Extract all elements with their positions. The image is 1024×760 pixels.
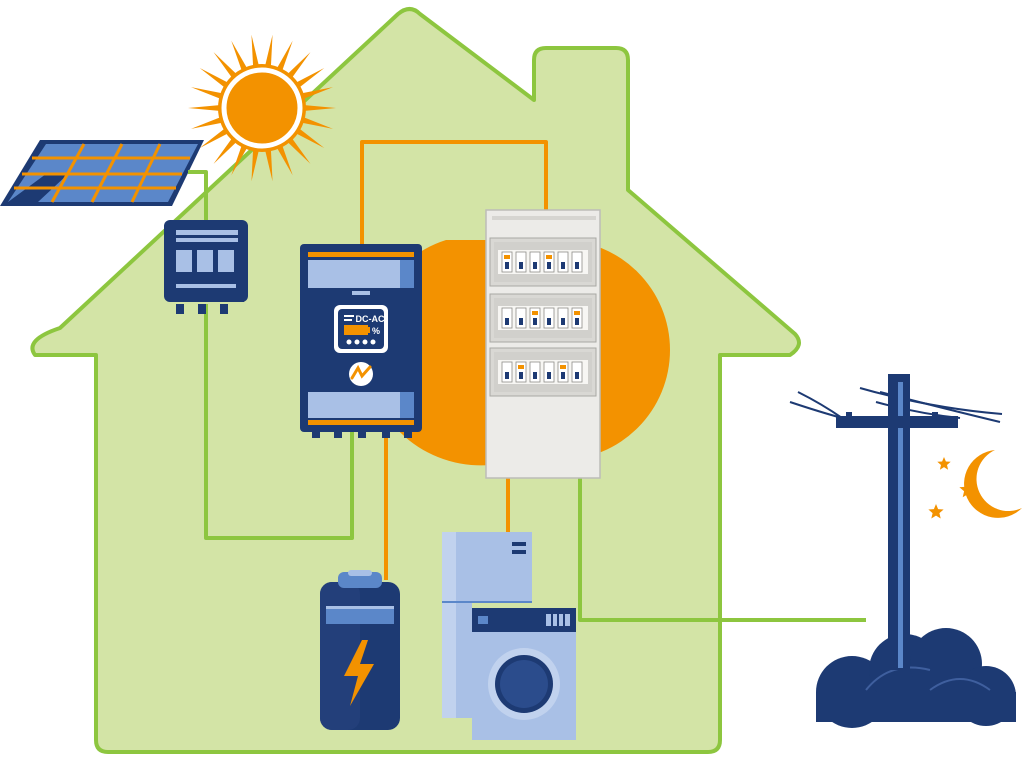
sun-ray: [285, 52, 311, 80]
breaker-indicator: [560, 365, 566, 369]
sun-ray: [264, 34, 273, 69]
sun-ray: [285, 136, 311, 164]
star-icon: [937, 457, 951, 470]
washing-machine-icon: [472, 608, 576, 740]
sun-ray: [293, 67, 325, 90]
combiner-to-inverter-wire: [204, 304, 354, 540]
breaker-indicator: [532, 311, 538, 315]
distribution-board-icon: [485, 209, 601, 479]
sun-ray: [231, 40, 249, 74]
combiner-box-icon: [164, 220, 248, 314]
star-icon: [928, 457, 977, 519]
breaker-toggle: [505, 262, 509, 269]
sun-icon: [188, 34, 336, 182]
breaker-toggle: [547, 262, 551, 269]
breaker-toggle: [505, 372, 509, 379]
breaker-toggle: [533, 318, 537, 325]
solar-panel-icon: [0, 140, 204, 206]
breaker-indicator: [574, 311, 580, 315]
breaker-toggle: [533, 372, 537, 379]
moon-icon: [964, 450, 1022, 518]
panel-to-combiner-wire: [188, 170, 208, 222]
sun-ray: [199, 67, 231, 90]
sun-ray: [213, 52, 239, 80]
breaker-toggle: [561, 372, 565, 379]
inverter-to-board-wire: [360, 140, 548, 244]
battery-icon: [320, 570, 400, 730]
breaker-indicator: [504, 255, 510, 259]
breaker-toggle: [561, 262, 565, 269]
sun-ray: [301, 104, 336, 112]
lightning-icon: [344, 640, 374, 706]
star-icon: [928, 504, 944, 519]
fridge-icon: [442, 532, 532, 718]
breaker-toggle: [575, 372, 579, 379]
sun-ray: [199, 126, 231, 149]
sun-ray: [299, 87, 334, 100]
inverter-icon: DC-AC %: [300, 244, 422, 438]
star-icon: [959, 481, 977, 498]
breaker-toggle: [505, 318, 509, 325]
board-to-grid-wire: [578, 478, 866, 622]
cloud-icon: [816, 628, 1016, 728]
breaker-toggle: [561, 318, 565, 325]
power-pole-icon: [789, 374, 1003, 670]
sun-ray: [264, 147, 273, 182]
sun-ray: [275, 40, 293, 74]
breaker-toggle: [547, 318, 551, 325]
wiring: [188, 140, 866, 622]
sun-ray: [190, 87, 225, 100]
breaker-toggle: [547, 372, 551, 379]
sun-ray: [251, 34, 260, 69]
breaker-toggle: [519, 372, 523, 379]
sun-ray: [213, 136, 239, 164]
breaker-indicator: [518, 365, 524, 369]
breaker-indicator: [546, 255, 552, 259]
sun-ray: [190, 116, 225, 129]
sun-ray: [275, 142, 293, 176]
sun-ray: [231, 142, 249, 176]
inverter-percent-label: %: [372, 326, 380, 336]
breaker-toggle: [519, 318, 523, 325]
sun-ray: [188, 104, 223, 112]
breaker-toggle: [533, 262, 537, 269]
sun-ray: [293, 126, 325, 149]
breaker-toggle: [575, 262, 579, 269]
inverter-display-label: DC-AC: [356, 314, 385, 324]
sun-ray: [299, 116, 334, 129]
breaker-toggle: [519, 262, 523, 269]
sun-ray: [251, 147, 260, 182]
breaker-toggle: [575, 318, 579, 325]
